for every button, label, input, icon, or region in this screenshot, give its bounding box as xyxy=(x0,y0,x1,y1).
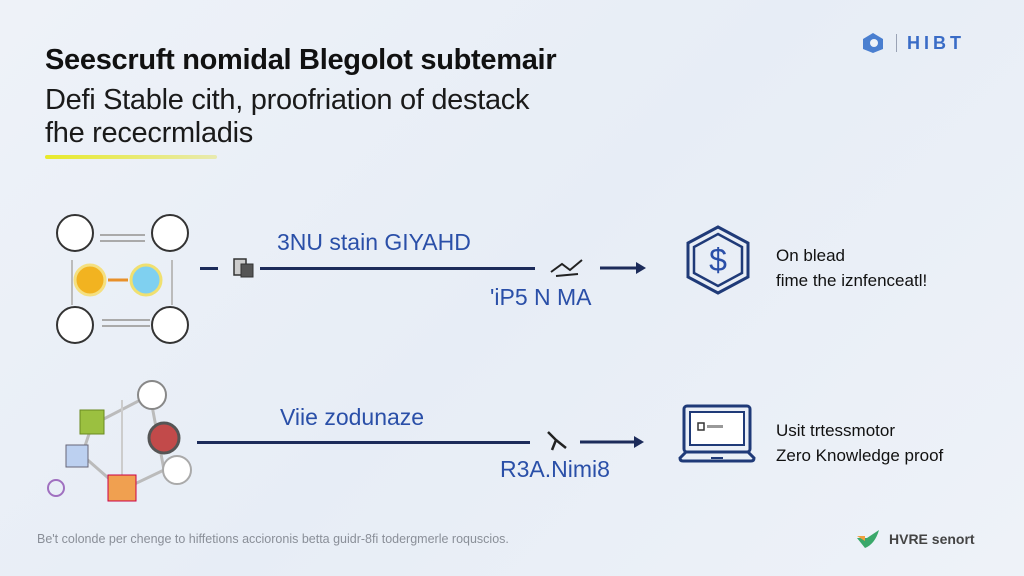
footer-note: Be't colonde per chenge to hiffetions ac… xyxy=(37,532,509,546)
document-icon xyxy=(233,258,254,278)
footer-brand: HVRE senort xyxy=(855,528,975,550)
logo-text: HIBT xyxy=(907,32,965,53)
network-cluster-icon xyxy=(56,214,189,344)
handshake-icon xyxy=(547,431,567,451)
flow-2-desc-line-1: Usit trtessmotor xyxy=(776,421,896,440)
connector-dash xyxy=(200,267,218,270)
subtitle-line-2: fhe rececrmladis xyxy=(45,117,253,149)
flow-2-label-top: Viie zodunaze xyxy=(280,404,425,430)
logo-divider xyxy=(896,34,897,52)
subtitle-line-1: Defi Stable cith, proofriation of destac… xyxy=(45,84,530,116)
page-title: Seescruft nomidal Blegolot subtemair xyxy=(45,44,557,76)
laptop-icon xyxy=(678,404,756,463)
title-highlight xyxy=(45,155,217,159)
leaf-logo-icon xyxy=(857,530,879,548)
flow-1-desc-line-1: On blead xyxy=(776,246,845,265)
flow-2-label-bottom: R3A.Nimi8 xyxy=(500,456,610,482)
flow-1-desc-line-2: fime the iznfenceatl! xyxy=(776,271,928,290)
flow-line-2 xyxy=(197,441,530,444)
hibt-logo-icon xyxy=(863,33,883,53)
network-graph-icon xyxy=(47,380,192,502)
arrow-right-icon xyxy=(580,436,644,448)
flow-line-1 xyxy=(260,267,535,270)
svg-text:$: $ xyxy=(709,242,727,278)
flow-1-label-top: 3NU stain GIYAHD xyxy=(277,229,471,255)
flow-2-desc: Usit trtessmotor Zero Knowledge proof xyxy=(776,418,943,468)
flow-1-desc: On blead fime the iznfenceatl! xyxy=(776,243,927,293)
hexagon-dollar-icon: $ xyxy=(686,225,750,295)
arrow-right-icon xyxy=(600,262,646,274)
footer-brand-text: HVRE senort xyxy=(889,531,975,547)
handshake-icon xyxy=(550,259,583,277)
flow-1-label-bottom: 'iP5 N MA xyxy=(490,284,592,310)
flow-2-desc-line-2: Zero Knowledge proof xyxy=(776,446,944,465)
brand-logo: HIBT xyxy=(860,31,965,55)
